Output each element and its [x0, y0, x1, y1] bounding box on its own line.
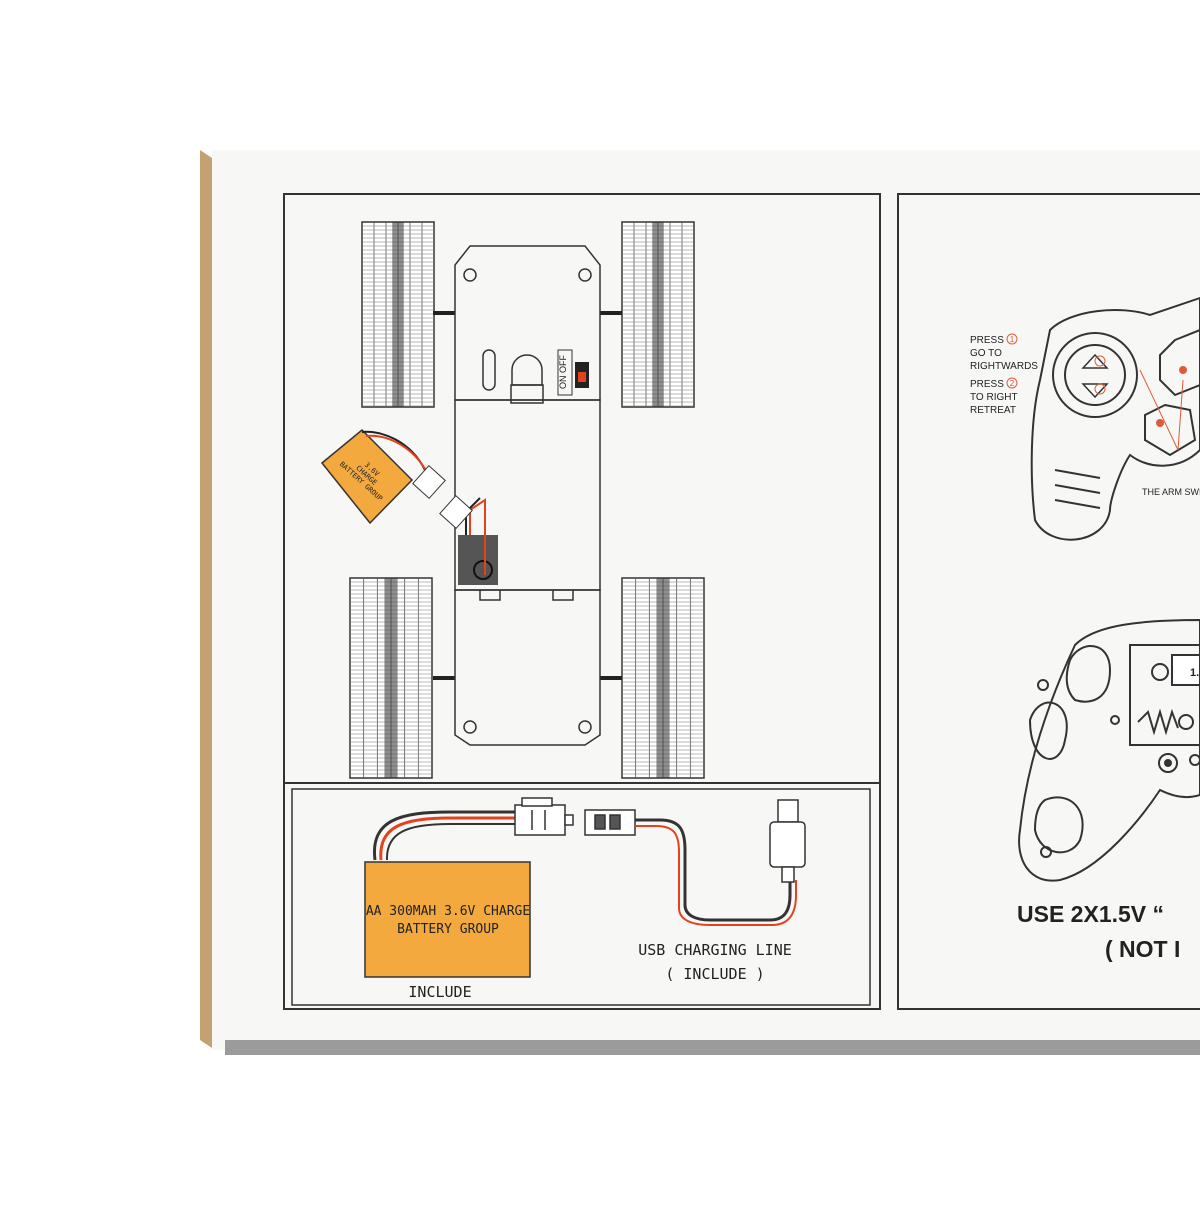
battery-cell-label: 1.	[1190, 667, 1199, 679]
controller-back	[1018, 618, 1200, 882]
included-frame	[291, 788, 871, 1006]
battery-include-caption: INCLUDE	[408, 983, 471, 1001]
controller-top	[1030, 296, 1200, 541]
tracks	[349, 221, 705, 779]
chassis-frame	[283, 193, 881, 1010]
switch-on-off-label: ON OFF	[558, 354, 568, 389]
usb-cable-connector	[584, 809, 636, 836]
battery-use-line2: ( NOT I	[1105, 936, 1180, 962]
usb-caption: USB CHARGING LINE( INCLUDE )	[638, 941, 792, 983]
box-edge	[200, 150, 215, 1050]
chassis-body	[454, 245, 601, 746]
arm-switch-label: THE ARM SWI	[1142, 487, 1200, 497]
press-2-number: 2	[1010, 379, 1015, 388]
usb-plug	[769, 799, 806, 883]
press-1-number: 1	[1010, 335, 1015, 344]
box-bottom-shadow	[225, 1040, 1200, 1055]
battery-connector	[514, 797, 574, 836]
power-switch: ON OFF	[557, 349, 589, 396]
controller-frame	[897, 193, 1200, 1010]
battery-use-line1: USE 2X1.5V “	[1017, 901, 1164, 927]
